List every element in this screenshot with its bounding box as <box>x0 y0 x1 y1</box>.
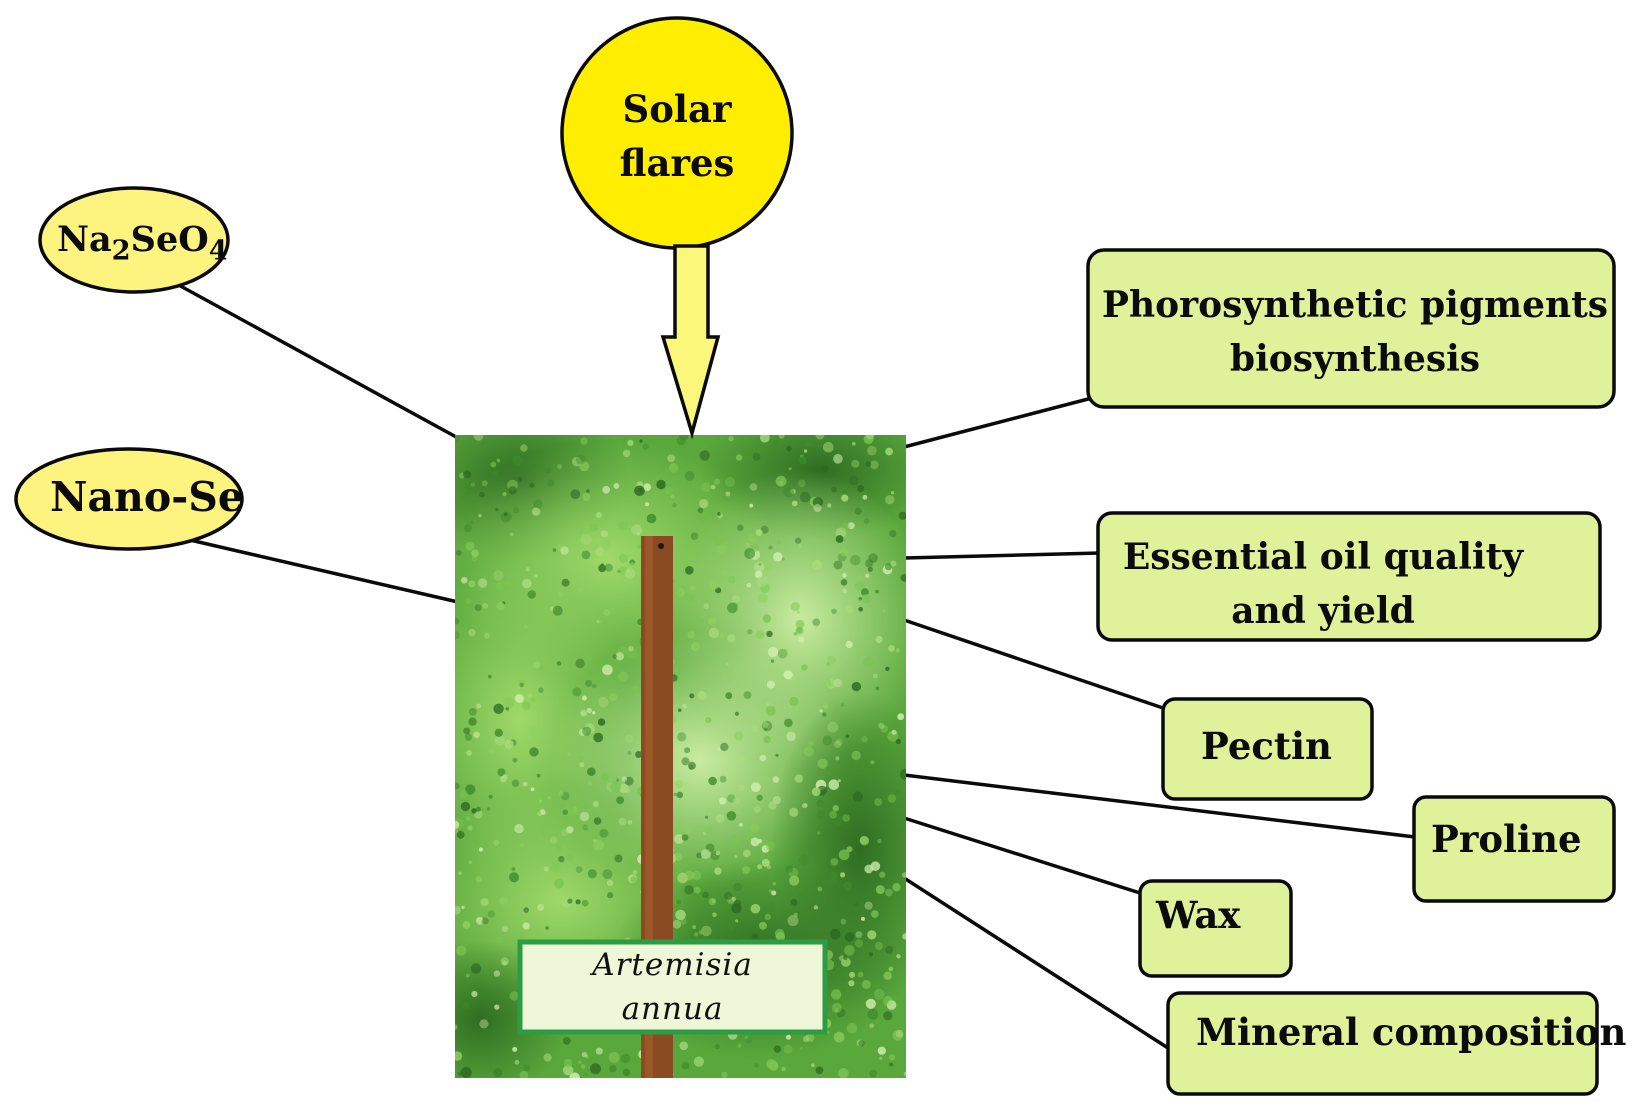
wax-label: Wax <box>1156 897 1240 934</box>
solar-line-2: flares <box>577 136 777 190</box>
pigments-line-1: Phorosynthetic pigments <box>1092 278 1618 332</box>
formula-na: Na <box>57 219 112 260</box>
nano-se-label: Nano-Se <box>50 477 244 518</box>
species-genus: Artemisia <box>520 950 825 994</box>
connector-pigments <box>904 398 1092 447</box>
solar-flares-label: Solar flares <box>577 82 777 190</box>
down-arrow <box>663 246 718 433</box>
connector-wax <box>904 818 1140 893</box>
pigments-line-2: biosynthesis <box>1092 332 1618 386</box>
formula-sub-2: 2 <box>112 235 131 267</box>
connector-sodium-selenate <box>175 283 458 438</box>
connector-minerals <box>904 878 1168 1048</box>
pigments-label: Phorosynthetic pigments biosynthesis <box>1092 278 1618 386</box>
connector-essential-oil <box>904 553 1100 558</box>
species-epithet: annua <box>520 994 825 1025</box>
essential-oil-line-2: and yield <box>1098 584 1548 638</box>
connector-nano-se <box>190 540 458 602</box>
essential-oil-label: Essential oil quality and yield <box>1098 530 1548 638</box>
species-name: Artemisia annua <box>520 950 825 1025</box>
formula-seo: SeO <box>131 219 209 260</box>
essential-oil-line-1: Essential oil quality <box>1098 530 1548 584</box>
minerals-label: Mineral composition <box>1196 1014 1626 1051</box>
proline-label: Proline <box>1431 821 1582 858</box>
formula-sub-4: 4 <box>209 235 228 267</box>
solar-line-1: Solar <box>577 82 777 136</box>
pectin-label: Pectin <box>1201 728 1332 765</box>
sodium-selenate-label: Na2SeO4 <box>57 222 228 265</box>
